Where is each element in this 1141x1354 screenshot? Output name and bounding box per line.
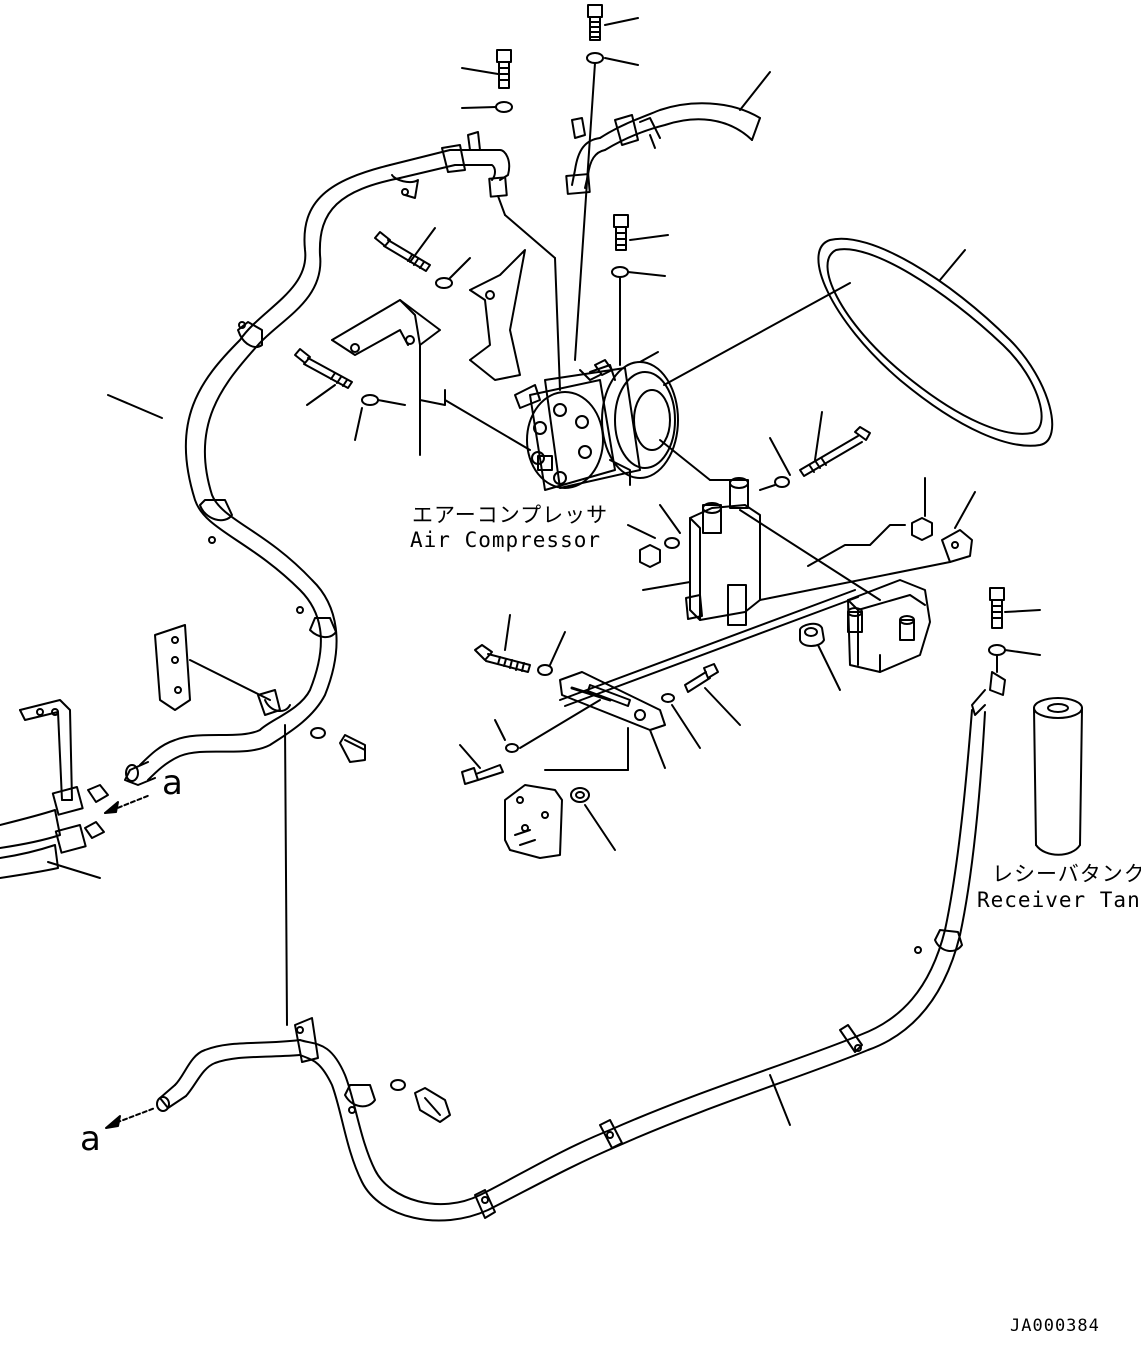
receiver-tank-label-en: Receiver Tank bbox=[977, 888, 1141, 912]
air-compressor-label-en: Air Compressor bbox=[410, 528, 602, 552]
connection-a-upper-label: a bbox=[162, 763, 183, 803]
air-compressor-label-jp: エアーコンプレッサ bbox=[412, 503, 609, 527]
refrigerant-hose-discharge bbox=[565, 71, 966, 386]
drawing-code: JA000384 bbox=[1010, 1316, 1100, 1336]
connector-assembly-left bbox=[0, 699, 151, 879]
bolts-washers-top bbox=[294, 4, 669, 456]
connection-a-lower-label: a bbox=[80, 1119, 101, 1159]
tension-bracket bbox=[559, 411, 976, 707]
refrigerant-hose-receiver bbox=[105, 671, 1006, 1222]
sensor-plate bbox=[504, 784, 616, 859]
v-belt bbox=[817, 237, 1054, 447]
refrigerant-hose-suction bbox=[107, 131, 561, 786]
receiver-tank-label-jp: レシーバタンク bbox=[992, 862, 1141, 886]
adjust-bracket bbox=[459, 614, 741, 785]
air-compressor bbox=[514, 361, 679, 491]
compressor-bracket-upper bbox=[331, 249, 526, 406]
receiver-tank bbox=[988, 587, 1083, 856]
idler-housing bbox=[799, 579, 931, 691]
hose-bracket-left bbox=[154, 624, 366, 1026]
